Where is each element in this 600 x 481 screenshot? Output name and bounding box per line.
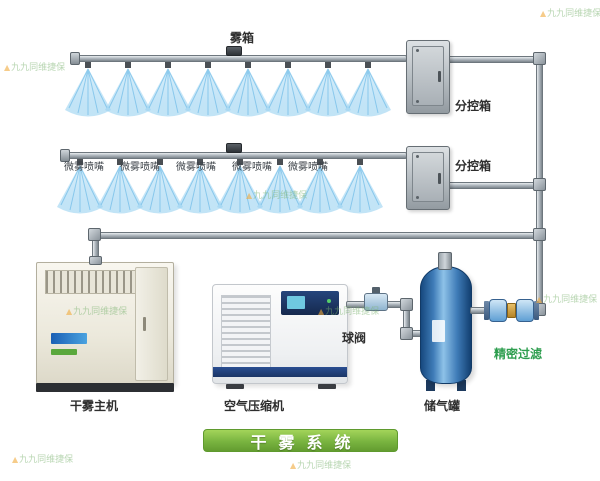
dry-fog-host-label: 干雾主机 bbox=[70, 399, 119, 413]
screw-icon bbox=[416, 100, 419, 103]
louver-vent bbox=[221, 295, 271, 369]
main-header-pipe bbox=[92, 232, 541, 239]
pipe-elbow bbox=[88, 228, 101, 241]
host-logo bbox=[51, 333, 87, 344]
filter-end-cap bbox=[534, 301, 539, 320]
watermark-text: 九九同维捷保 bbox=[11, 63, 66, 73]
pipe-end-cap bbox=[70, 52, 80, 65]
pipe-tee bbox=[533, 228, 546, 241]
filter-end-cap bbox=[484, 301, 489, 320]
watermark-logo-icon: ▲ bbox=[12, 455, 19, 464]
ball-valve bbox=[364, 293, 388, 311]
watermark: ▲九九同维捷保 bbox=[290, 458, 351, 471]
pipe-elbow bbox=[400, 327, 413, 340]
compressor-foot bbox=[226, 384, 244, 389]
watermark-logo-icon: ▲ bbox=[540, 9, 547, 18]
control-box-handle bbox=[438, 173, 441, 185]
host-base bbox=[36, 383, 174, 392]
spray-row-1 bbox=[64, 62, 392, 117]
compressor-control-panel bbox=[281, 291, 339, 315]
fog-box-unit bbox=[226, 46, 242, 56]
host-badge bbox=[51, 349, 77, 355]
dry-fog-host-machine bbox=[36, 262, 174, 384]
tank-leg bbox=[457, 380, 466, 391]
control-box-1 bbox=[406, 40, 450, 114]
spray-pipe-row1 bbox=[75, 55, 407, 62]
pipe-box1-to-riser bbox=[448, 56, 542, 63]
air-tank-label: 储气罐 bbox=[424, 399, 461, 413]
compressor-foot bbox=[318, 384, 336, 389]
precision-filter-bowl bbox=[489, 299, 507, 322]
tank-nameplate bbox=[432, 320, 445, 342]
pipe-flange bbox=[89, 256, 102, 265]
screw-icon bbox=[416, 196, 419, 199]
watermark: ▲九九同维捷保 bbox=[12, 452, 73, 465]
watermark-text: 九九同维捷保 bbox=[547, 9, 600, 19]
control-box-handle bbox=[438, 71, 441, 83]
nozzle-label: 微雾喷嘴 bbox=[120, 162, 160, 173]
system-title: 干雾系统 bbox=[250, 432, 363, 452]
watermark: ▲九九同维捷保 bbox=[540, 6, 600, 19]
air-storage-tank bbox=[420, 266, 472, 384]
ball-valve-stem bbox=[372, 287, 380, 294]
power-led bbox=[327, 299, 331, 303]
watermark-text: 九九同维捷保 bbox=[543, 295, 598, 305]
control-box-1-label: 分控箱 bbox=[455, 99, 492, 113]
pipe-box2-to-riser bbox=[448, 182, 542, 189]
watermark-logo-icon: ▲ bbox=[4, 63, 11, 72]
control-box-2-label: 分控箱 bbox=[455, 159, 492, 173]
ball-valve-label: 球阀 bbox=[342, 331, 367, 345]
screw-icon bbox=[416, 49, 419, 52]
control-box-2 bbox=[406, 146, 450, 210]
fog-box-label: 雾箱 bbox=[230, 31, 255, 45]
tank-leg bbox=[426, 380, 435, 391]
watermark-text: 九九同维捷保 bbox=[297, 461, 352, 471]
pipe-elbow bbox=[533, 52, 546, 65]
system-title-banner: 干雾系统 bbox=[203, 429, 398, 452]
host-door bbox=[135, 267, 168, 381]
nozzle-label: 微雾喷嘴 bbox=[232, 162, 272, 173]
nozzle-label: 微雾喷嘴 bbox=[176, 162, 216, 173]
air-compressor-machine bbox=[212, 284, 348, 384]
watermark-logo-icon: ▲ bbox=[290, 461, 297, 470]
display-screen bbox=[287, 296, 305, 309]
pipe-end-cap bbox=[60, 149, 70, 162]
watermark: ▲九九同维捷保 bbox=[4, 60, 65, 73]
compressor-accent-band bbox=[213, 367, 347, 377]
host-door-handle bbox=[143, 317, 146, 331]
nozzle-label: 微雾喷嘴 bbox=[64, 162, 104, 173]
fog-box-unit bbox=[226, 143, 242, 153]
filter-coupling bbox=[507, 303, 516, 318]
tank-top-valve bbox=[438, 252, 452, 270]
pipe-elbow bbox=[533, 178, 546, 191]
precision-filter-label: 精密过滤 bbox=[494, 347, 543, 361]
air-compressor-label: 空气压缩机 bbox=[224, 399, 285, 413]
nozzle-label: 微雾喷嘴 bbox=[288, 162, 328, 173]
watermark-text: 九九同维捷保 bbox=[19, 455, 74, 465]
vent-grille bbox=[45, 270, 139, 294]
pipe-elbow bbox=[400, 298, 413, 311]
precision-filter-bowl bbox=[516, 299, 534, 322]
screw-icon bbox=[416, 155, 419, 158]
